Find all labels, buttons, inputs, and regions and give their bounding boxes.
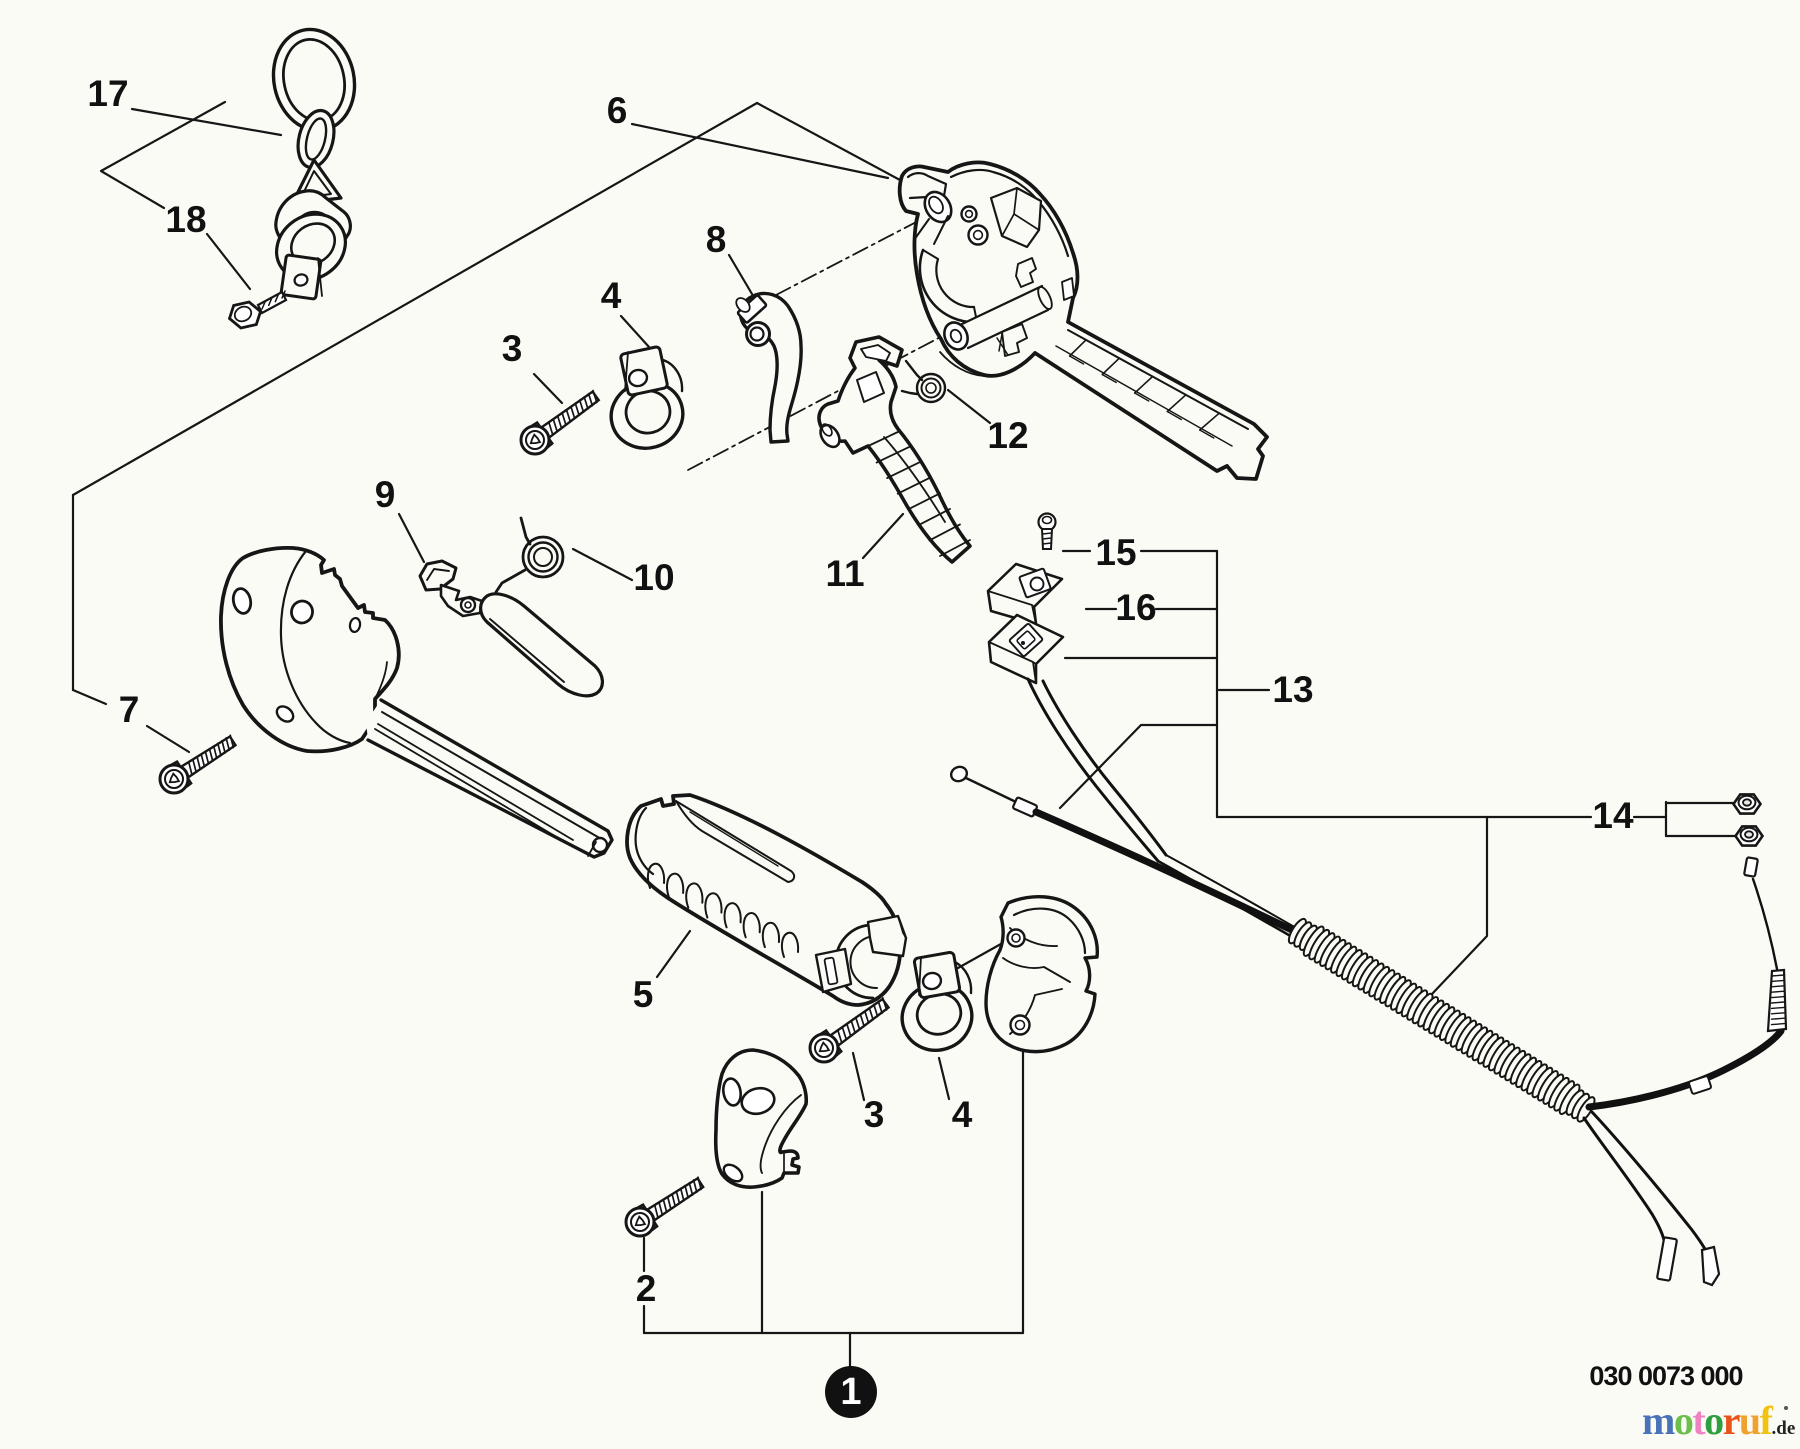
svg-text:7: 7	[119, 689, 140, 730]
svg-text:17: 17	[87, 73, 128, 114]
svg-text:3: 3	[502, 328, 523, 369]
svg-text:4: 4	[952, 1094, 973, 1135]
svg-text:12: 12	[987, 415, 1028, 456]
svg-text:8: 8	[706, 219, 727, 260]
svg-text:13: 13	[1272, 669, 1313, 710]
svg-text:18: 18	[165, 199, 206, 240]
svg-text:9: 9	[375, 474, 396, 515]
svg-text:14: 14	[1592, 795, 1634, 836]
svg-text:16: 16	[1115, 587, 1156, 628]
svg-text:10: 10	[633, 557, 674, 598]
svg-text:5: 5	[633, 974, 654, 1015]
svg-text:3: 3	[864, 1094, 885, 1135]
svg-text:15: 15	[1095, 532, 1136, 573]
svg-text:1: 1	[840, 1371, 861, 1413]
svg-text:4: 4	[601, 275, 622, 316]
svg-text:2: 2	[636, 1268, 657, 1309]
svg-text:030 0073 000: 030 0073 000	[1589, 1361, 1742, 1391]
svg-text:6: 6	[607, 90, 628, 131]
svg-text:11: 11	[825, 553, 864, 594]
svg-text:motoruf.de: motoruf.de	[1642, 1398, 1795, 1443]
